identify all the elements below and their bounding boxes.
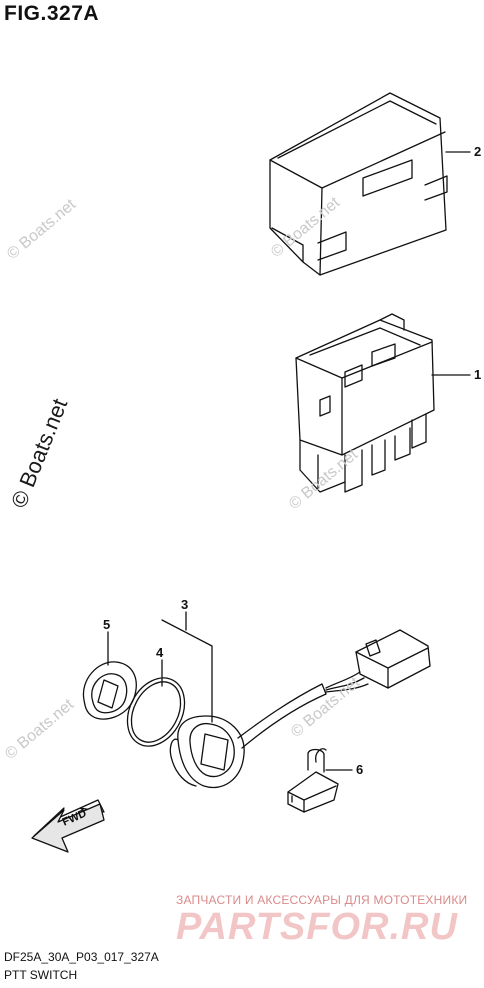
callout-1: 1 bbox=[474, 367, 482, 382]
fwd-arrow bbox=[31, 799, 105, 853]
part-1-module[interactable] bbox=[295, 313, 435, 493]
callout-3: 3 bbox=[181, 597, 189, 612]
callout-2: 2 bbox=[474, 144, 482, 159]
shop-subtitle: ЗАПЧАСТИ И АКСЕССУАРЫ ДЛЯ МОТОТЕХНИКИ bbox=[176, 893, 468, 907]
part-3-switch-harness[interactable] bbox=[169, 629, 431, 789]
callout-5: 5 bbox=[103, 617, 111, 632]
leader-3 bbox=[161, 619, 213, 723]
callout-4: 4 bbox=[156, 645, 164, 660]
part-4-o-ring[interactable] bbox=[116, 668, 196, 756]
figure-title: FIG.327A bbox=[4, 2, 100, 25]
part-2-cover[interactable] bbox=[269, 92, 448, 276]
callout-6: 6 bbox=[356, 762, 364, 777]
shop-logo: PARTSFOR.RU bbox=[176, 906, 458, 948]
figure-code: DF25A_30A_P03_017_327A bbox=[4, 950, 159, 964]
figure-caption: PTT SWITCH bbox=[4, 968, 78, 982]
part-6-small-switch[interactable] bbox=[287, 748, 339, 813]
